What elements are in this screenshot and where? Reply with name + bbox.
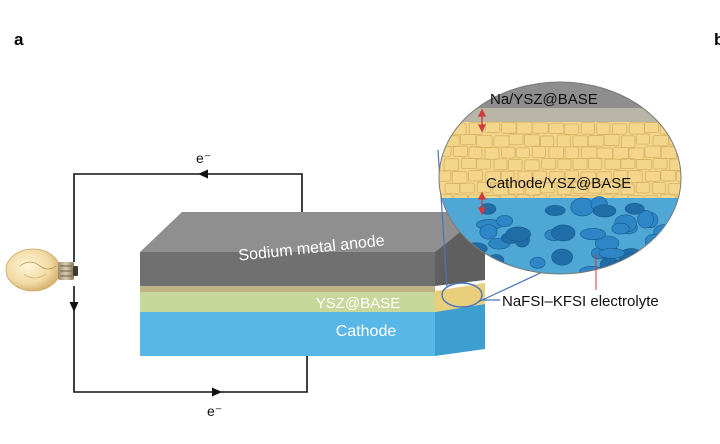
- inset-border: [438, 81, 682, 275]
- current-arrow-left: [69, 302, 79, 312]
- electrolyte-callout-label: NaFSI–KFSI electrolyte: [502, 293, 659, 310]
- inset-grain-pattern: [439, 121, 681, 208]
- cathode-side-face: [435, 304, 485, 356]
- magnifier-circle: [441, 282, 483, 308]
- current-arrow-top: [198, 169, 208, 179]
- external-circuit: [73, 173, 308, 393]
- cathode-label: Cathode: [336, 323, 397, 340]
- light-bulb-icon: [5, 248, 78, 292]
- inset-bottom-interface-label: Cathode/YSZ@BASE: [486, 175, 631, 192]
- electrolyte-front-face: [140, 291, 435, 312]
- interface-markers: [477, 108, 487, 216]
- electrolyte-label: YSZ@BASE: [316, 295, 400, 312]
- anode-top-face: [140, 212, 485, 252]
- battery-stack: Sodium metal anode YSZ@BASE Cathode: [140, 212, 485, 356]
- next-panel-label: b: [714, 30, 720, 49]
- electron-label-bottom: e⁻: [207, 403, 222, 419]
- panel-label: a: [14, 30, 24, 49]
- current-arrow-bottom: [212, 387, 222, 397]
- electron-label-top: e⁻: [196, 150, 211, 166]
- inset-top-interface-label: Na/YSZ@BASE: [490, 91, 598, 108]
- cathode-front-face: [140, 312, 435, 356]
- anode-front-face: [140, 252, 435, 286]
